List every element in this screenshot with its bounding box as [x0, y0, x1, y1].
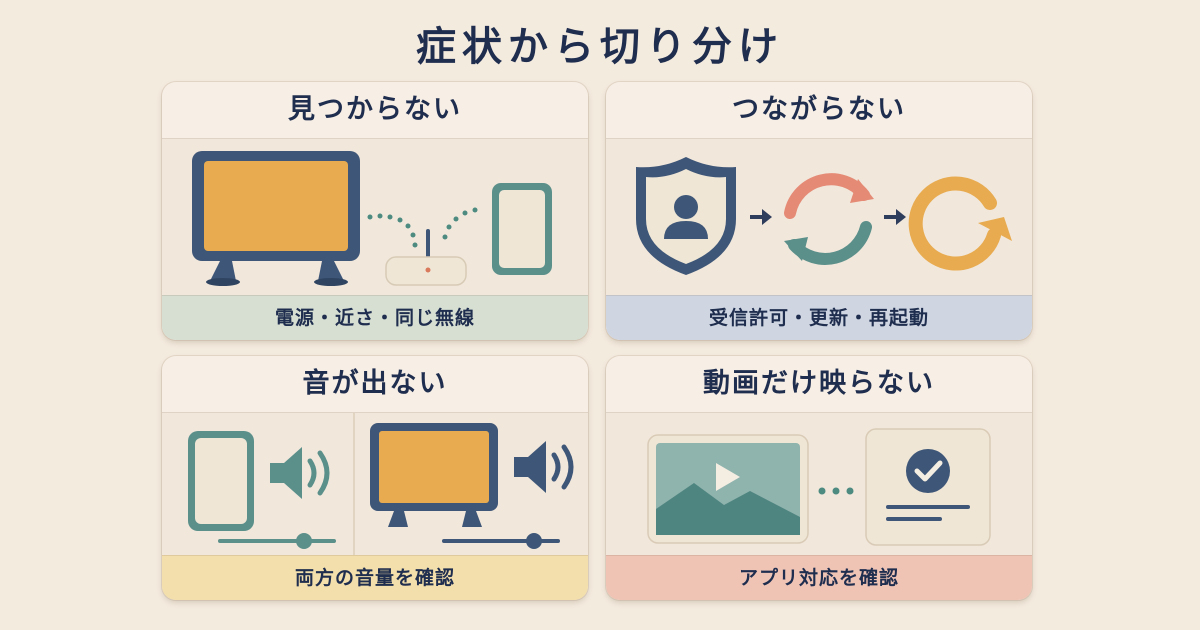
card-cannot-connect: つながらない: [606, 82, 1032, 340]
video-play-icon: [647, 434, 809, 544]
card-footer-cannot-connect: 受信許可・更新・再起動: [606, 295, 1032, 340]
card-body-cannot-connect: [606, 138, 1032, 297]
card-title-no-sound: 音が出ない: [302, 368, 448, 399]
card-footer-not-found: 電源・近さ・同じ無線: [162, 295, 588, 340]
card-body-no-sound: [162, 412, 588, 557]
shield-user-icon: [636, 157, 736, 275]
router-icon: [385, 229, 467, 286]
card-video-not-showing: 動画だけ映らない アプ: [606, 356, 1032, 600]
volume-illustration: [188, 413, 574, 557]
connect-flow-illustration: [636, 157, 1012, 275]
tv-icon-2: [370, 423, 498, 527]
volume-slider: [218, 533, 336, 549]
sync-icon: [784, 173, 874, 265]
card-footer-no-sound: 両方の音量を確認: [162, 555, 588, 600]
video-check-illustration: [647, 428, 991, 546]
signal-dots-icon: [367, 207, 478, 248]
card-footer-video-not-showing: アプリ対応を確認: [606, 555, 1032, 600]
card-body-not-found: [162, 138, 588, 297]
tablet-icon: [492, 183, 552, 275]
card-title-cannot-connect: つながらない: [732, 94, 906, 125]
page-title: 症状から切り分け: [416, 23, 784, 70]
ellipsis-icon: [818, 487, 854, 495]
devices-illustration: [192, 151, 552, 286]
speaker-icon: [270, 447, 330, 499]
arrow-right-icon-2: [884, 209, 906, 225]
arrow-right-icon: [750, 209, 772, 225]
card-title-video-not-showing: 動画だけ映らない: [703, 368, 935, 399]
restart-icon: [908, 176, 1012, 271]
card-title-not-found: 見つからない: [288, 94, 462, 125]
speaker-icon-2: [514, 441, 574, 493]
card-no-sound: 音が出ない: [162, 356, 588, 600]
card-not-found: 見つからない: [162, 82, 588, 340]
checklist-icon: [865, 428, 991, 546]
card-body-video-not-showing: [606, 412, 1032, 557]
tv-icon: [192, 151, 360, 286]
tablet-icon-2: [188, 431, 254, 531]
volume-slider-2: [442, 533, 560, 549]
